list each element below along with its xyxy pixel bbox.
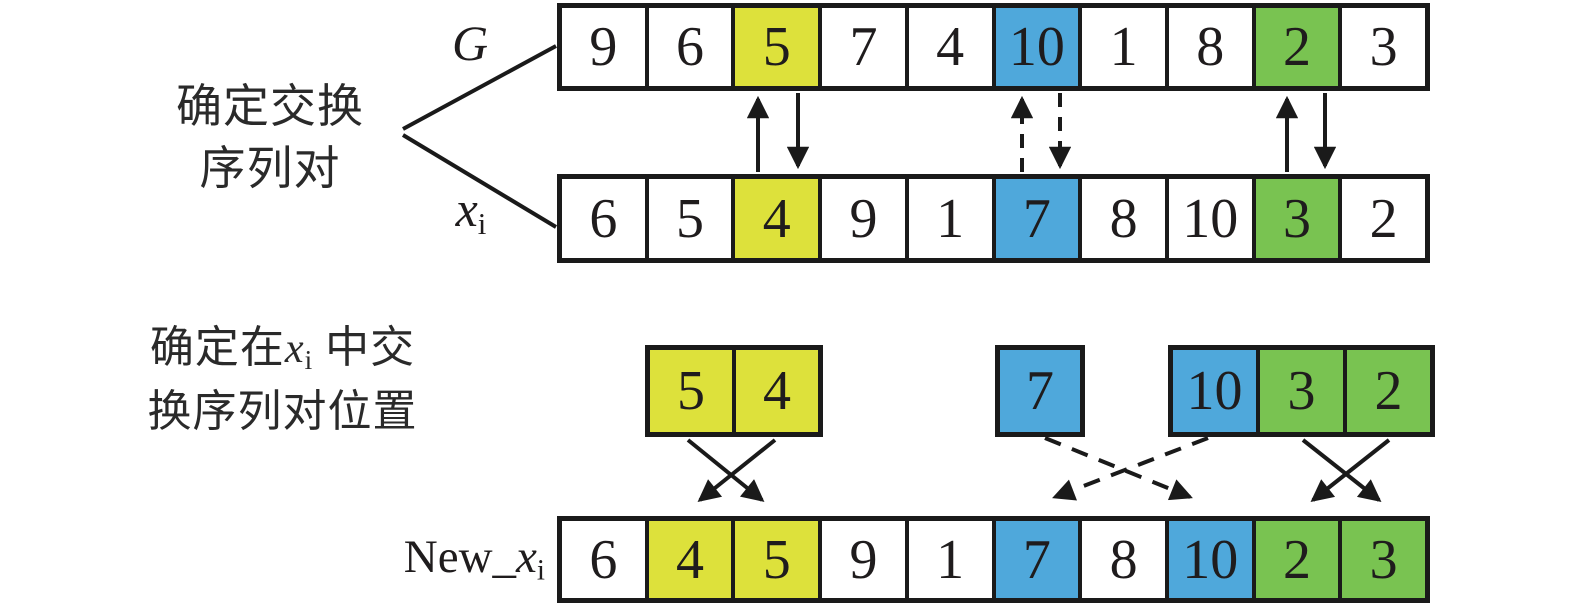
cross-arrow-green-left: [1301, 438, 1382, 502]
array-cell: 6: [644, 8, 732, 86]
array-cell: 5: [731, 521, 819, 598]
cross-arrow-yellow-left: [686, 438, 765, 502]
array-cell: 5: [650, 350, 732, 432]
array-cell: 8: [1078, 179, 1165, 258]
array-cell: 7: [818, 8, 905, 86]
array-cell: 9: [562, 8, 645, 86]
step1-label: 确定交换 序列对: [130, 76, 410, 200]
array-cell: 8: [1164, 8, 1252, 86]
array-cell: 3: [1251, 179, 1339, 258]
array-cell: 3: [1256, 350, 1343, 432]
array-cell: 10: [1164, 179, 1252, 258]
step2-label-line1: 确定在xi 中交: [149, 323, 416, 375]
step2-label: 确定在xi 中交 换序列对位置: [110, 316, 455, 443]
array-cell: 3: [1338, 8, 1426, 86]
array-cell: 2: [1343, 350, 1430, 432]
array-cell: 3: [1338, 521, 1426, 598]
array-cell: 6: [562, 179, 645, 258]
array-cell: 5: [731, 8, 819, 86]
step1-label-line1: 确定交换: [176, 81, 364, 132]
array-cell: 6: [562, 521, 645, 598]
array-cell: 8: [1078, 521, 1165, 598]
array-cell: 7: [991, 179, 1079, 258]
array-cell: 1: [904, 521, 992, 598]
cross-arrow-blue-dashed-right: [1044, 436, 1193, 501]
cross-arrow-blue-dashed-left: [1052, 436, 1209, 501]
array-cell: 4: [731, 179, 819, 258]
new-xi-row-label: New_xi: [403, 531, 545, 587]
array-cell: 4: [732, 350, 818, 432]
array-cell: 10: [1173, 350, 1256, 432]
array-cell: 10: [991, 8, 1079, 86]
array-cell: 10: [1164, 521, 1252, 598]
g-row-label: G: [451, 15, 489, 71]
array-cell: 4: [904, 8, 992, 86]
array-cell: 4: [644, 521, 732, 598]
xi-row-label: xi: [455, 181, 487, 241]
array-cell: 9: [818, 179, 905, 258]
cross-arrow-yellow-right: [697, 438, 777, 502]
swap-pair-box-blue: 7: [995, 345, 1085, 437]
array-cell: 5: [644, 179, 732, 258]
array-cell: 2: [1338, 179, 1426, 258]
array-cell: 7: [991, 521, 1079, 598]
array-cell: 1: [1078, 8, 1165, 86]
array-cell: 1: [904, 179, 992, 258]
array-cell: 2: [1251, 521, 1339, 598]
step1-label-line2: 序列对: [199, 143, 341, 195]
array-cell: 9: [818, 521, 905, 598]
cross-arrow-green-right: [1310, 438, 1391, 502]
array-cell: 2: [1251, 8, 1339, 86]
array-cell: 7: [1000, 350, 1080, 432]
step2-label-line2: 换序列对位置: [147, 387, 418, 437]
